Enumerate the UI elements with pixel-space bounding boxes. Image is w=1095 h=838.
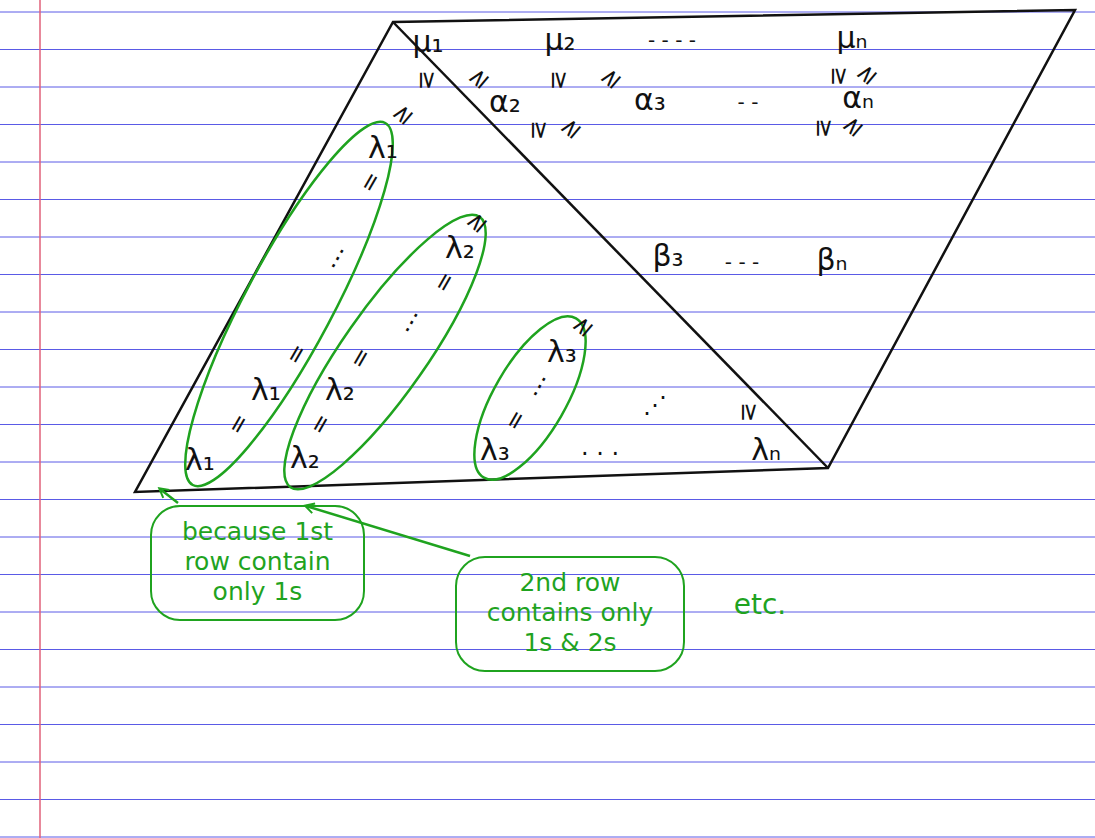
pattern-entry: μ₁ (412, 27, 443, 57)
pattern-entry: λ₃ (547, 337, 577, 367)
relation-symbol: = (429, 267, 460, 296)
relation-symbol: ≥ (528, 120, 552, 140)
ruled-line (0, 837, 1095, 838)
ruled-line (0, 312, 1095, 313)
pattern-entry: β₃ (652, 241, 683, 271)
ruled-line (0, 799, 1095, 800)
ruled-line (0, 162, 1095, 163)
relation-symbol: ≥ (813, 118, 837, 138)
ruled-line (0, 199, 1095, 200)
note-bubble: because 1st row contain only 1s (150, 505, 365, 621)
ruled-line (0, 424, 1095, 425)
relation-symbol: ⋰ (643, 393, 667, 417)
pattern-entry: λ₂ (290, 443, 320, 473)
ruled-line (0, 237, 1095, 238)
pattern-entry: λ₂ (325, 375, 355, 405)
pattern-entry: μ₂ (544, 25, 575, 55)
ruled-line (0, 687, 1095, 688)
note-text: because 1st row contain only 1s (166, 517, 349, 607)
pattern-entry: - - - (725, 252, 759, 272)
relation-symbol: = (500, 405, 531, 434)
relation-symbol: ≥ (554, 113, 585, 144)
relation-symbol: . . . (581, 435, 619, 459)
relation-symbol: ≥ (548, 70, 572, 90)
diagonal-line (393, 22, 828, 468)
relation-symbol: = (355, 167, 386, 196)
relation-symbol: = (305, 409, 336, 438)
pattern-entry: λ₁ (185, 445, 215, 475)
pattern-entry: - - (738, 92, 759, 112)
pattern-entry: μₙ (836, 23, 867, 53)
relation-symbol: ≥ (462, 63, 493, 94)
ruled-line (0, 499, 1095, 500)
pattern-entry: αₙ (842, 83, 874, 113)
relation-symbol: ⋮ (524, 370, 557, 403)
note-bubble: 2nd row contains only 1s & 2s (455, 556, 685, 672)
pointer-arrow (160, 489, 178, 503)
ruled-line (0, 537, 1095, 538)
pattern-entry: α₃ (634, 85, 666, 115)
relation-symbol: ≥ (738, 402, 762, 422)
relation-symbol: ⋮ (322, 242, 355, 275)
ruled-line (0, 762, 1095, 763)
pattern-entry: λ₁ (368, 133, 398, 163)
relation-symbol: ≥ (594, 63, 625, 94)
pattern-entry: λ₃ (480, 435, 510, 465)
pattern-entry: α₂ (489, 87, 521, 117)
relation-symbol: = (345, 343, 376, 372)
pattern-entry: βₙ (816, 245, 847, 275)
pattern-entry: λₙ (751, 435, 781, 465)
parallelogram-outline (135, 10, 1075, 492)
note-text: 2nd row contains only 1s & 2s (471, 568, 669, 658)
pattern-entry: - - - - (648, 30, 696, 50)
pattern-entry: λ₁ (251, 375, 281, 405)
relation-symbol: = (223, 409, 254, 438)
relation-symbol: ≥ (836, 111, 867, 142)
pattern-entry: λ₂ (445, 233, 475, 263)
relation-symbol: ≥ (416, 70, 440, 90)
relation-symbol: ⋮ (396, 306, 429, 339)
column-ellipse (453, 300, 607, 495)
handwritten-note: etc. (734, 591, 787, 619)
ruled-line (0, 724, 1095, 725)
margin-line (39, 0, 41, 838)
ruled-line (0, 462, 1095, 463)
